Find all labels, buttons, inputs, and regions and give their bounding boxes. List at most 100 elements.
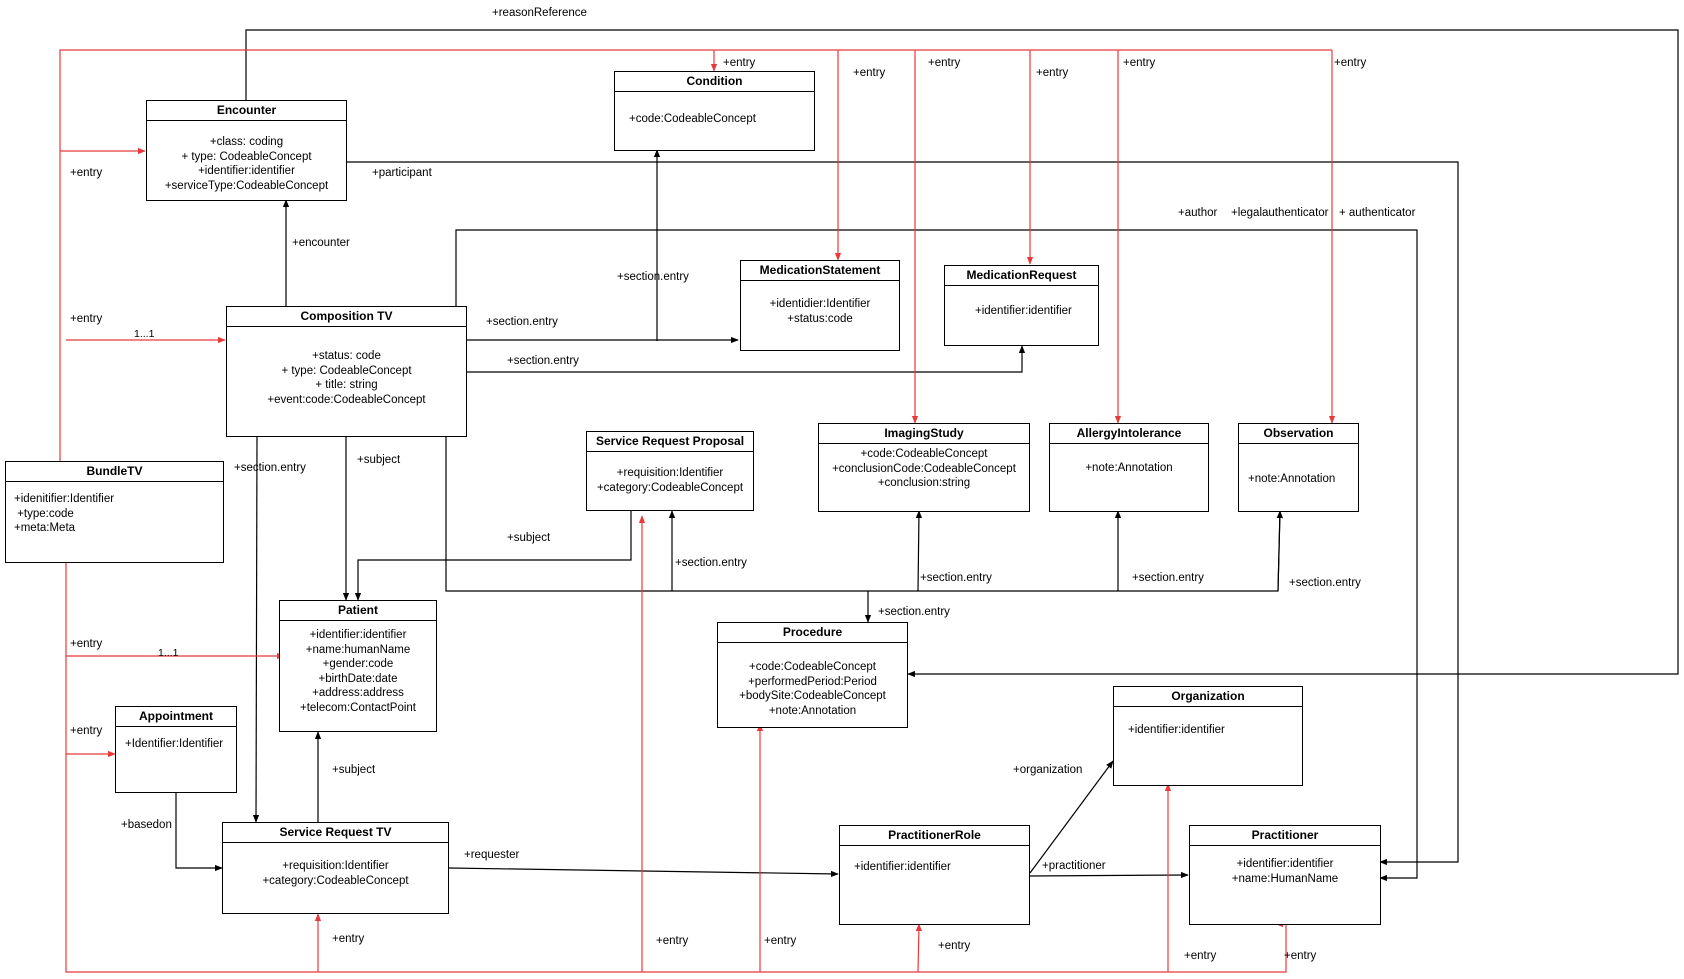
label-entry-medrequest: +entry — [1036, 67, 1069, 79]
attribute: +requisition:Identifier — [282, 860, 389, 872]
class-name: Patient — [280, 601, 436, 621]
label-legal-authenticator: +legalauthenticator — [1231, 207, 1329, 219]
attribute: +code:CodeableConcept — [629, 113, 756, 125]
attribute: +code:CodeableConcept — [860, 448, 988, 460]
label-participant: +participant — [372, 167, 432, 179]
attribute: +type:code — [14, 507, 74, 520]
class-name: Procedure — [718, 623, 907, 643]
attribute: +name:HumanName — [1231, 872, 1339, 885]
edge-basedon — [175, 793, 223, 872]
label-section-entry-medstatement: +section.entry — [486, 316, 558, 328]
class-allergy-intolerance[interactable]: AllergyIntolerance +note:Annotation — [1049, 423, 1209, 512]
class-encounter[interactable]: Encounter +class: coding + type: Codeabl… — [146, 100, 347, 201]
attribute: + title: string — [315, 379, 378, 391]
label-basedon: +basedon — [121, 819, 172, 831]
label-entry-composition: +entry — [70, 313, 103, 325]
attribute: +note:Annotation — [768, 704, 857, 717]
class-attributes: +identifier:identifier — [945, 286, 1098, 319]
class-attributes: +code:CodeableConcept +conclusionCode:Co… — [819, 444, 1029, 491]
class-service-request-tv[interactable]: Service Request TV +requisition:Identifi… — [222, 822, 449, 914]
attribute: +category:CodeableConcept — [596, 481, 744, 494]
class-procedure[interactable]: Procedure +code:CodeableConcept +perform… — [717, 622, 908, 728]
class-name: BundleTV — [6, 462, 223, 482]
class-attributes: +identifier:identifier +name:HumanName — [1190, 846, 1380, 886]
class-attributes: +requisition:Identifier +category:Codeab… — [223, 843, 448, 888]
label-subject-comp-patient: +subject — [357, 454, 401, 466]
label-entry-service-request: +entry — [332, 933, 365, 945]
attribute: +requisition:Identifier — [616, 467, 724, 479]
attribute: +performedPeriod:Period — [748, 675, 877, 688]
label-subject-srp-patient: +subject — [507, 532, 551, 544]
label-section-entry-medrequest: +section.entry — [507, 355, 579, 367]
class-medication-statement[interactable]: MedicationStatement +identidier:Identifi… — [740, 260, 900, 351]
class-practitioner-role[interactable]: PractitionerRole +identifier:identifier — [839, 825, 1030, 925]
label-entry-practitioner-role: +entry — [938, 940, 971, 952]
label-section-entry-allergy: +section.entry — [1132, 572, 1204, 584]
label-entry-imaging: +entry — [928, 57, 961, 69]
class-name: Composition TV — [227, 307, 466, 327]
class-name: Service Request TV — [223, 823, 448, 843]
class-patient[interactable]: Patient +identifier:identifier +name:hum… — [279, 600, 437, 732]
edge-section-observation — [1276, 510, 1284, 592]
class-service-request-proposal[interactable]: Service Request Proposal +requisition:Id… — [586, 431, 754, 511]
attribute: +status:code — [787, 312, 853, 325]
class-name: Condition — [615, 72, 814, 92]
class-attributes: +status: code + type: CodeableConcept + … — [227, 327, 466, 407]
edge-reason-reference — [245, 29, 1679, 678]
class-name: ImagingStudy — [819, 424, 1029, 444]
class-practitioner[interactable]: Practitioner +identifier:identifier +nam… — [1189, 825, 1381, 925]
edge-section-service-request — [252, 435, 260, 823]
attribute: +birthDate:date — [318, 672, 398, 685]
class-condition[interactable]: Condition +code:CodeableConcept — [614, 71, 815, 151]
class-medication-request[interactable]: MedicationRequest +identifier:identifier — [944, 265, 1099, 346]
class-name: PractitionerRole — [840, 826, 1029, 846]
label-entry-procedure: +entry — [764, 935, 797, 947]
label-reason-reference: +reasonReference — [492, 7, 587, 19]
class-name: Practitioner — [1190, 826, 1380, 846]
edge-section-medrequest — [466, 345, 1026, 373]
label-section-entry-service: +section.entry — [234, 462, 306, 474]
label-section-entry-observation: +section.entry — [1289, 577, 1361, 589]
label-entry-practitioner: +entry — [1284, 950, 1317, 962]
class-imaging-study[interactable]: ImagingStudy +code:CodeableConcept +conc… — [818, 423, 1030, 512]
label-section-entry-condition: +section.entry — [617, 271, 689, 283]
label-entry-organization: +entry — [1184, 950, 1217, 962]
label-entry-appointment: +entry — [70, 725, 103, 737]
label-entry-observation: +entry — [1334, 57, 1367, 69]
class-attributes: +code:CodeableConcept — [615, 92, 814, 127]
attribute: +name:humanName — [305, 643, 411, 656]
class-attributes: +identifier:identifier — [840, 846, 1029, 875]
attribute: +identifier:identifier — [309, 629, 407, 641]
label-practitioner: +practitioner — [1042, 860, 1106, 872]
class-observation[interactable]: Observation +note:Annotation — [1238, 423, 1359, 512]
label-section-entry-procedure: +section.entry — [878, 606, 950, 618]
attribute: +class: coding — [209, 136, 284, 148]
label-entry-srp: +entry — [656, 935, 689, 947]
label-mult-patient: 1...1 — [158, 647, 179, 659]
class-organization[interactable]: Organization +identifier:identifier — [1113, 686, 1303, 786]
class-attributes: +Identifier:Identifier — [116, 727, 236, 752]
class-attributes: +note:Annotation — [1239, 444, 1358, 487]
edge-section-imaging — [915, 510, 923, 592]
class-name: MedicationStatement — [741, 261, 899, 281]
attribute: +code:CodeableConcept — [749, 661, 876, 673]
label-requester: +requester — [464, 849, 520, 861]
attribute: +identifier:identifier — [975, 305, 1072, 317]
class-bundle-tv[interactable]: BundleTV +idenitifier:Identifier +type:c… — [5, 461, 224, 563]
edge-bundle-bottom-bus — [65, 562, 1287, 973]
edge-srp-patient — [354, 511, 632, 601]
label-mult-composition: 1...1 — [134, 328, 155, 340]
attribute: +identifier:identifier — [1128, 724, 1225, 736]
attribute: +telecom:ContactPoint — [299, 701, 417, 714]
attribute: +Identifier:Identifier — [125, 738, 224, 750]
attribute: +serviceType:CodeableConcept — [164, 179, 329, 192]
label-organization: +organization — [1013, 764, 1083, 776]
class-attributes: +note:Annotation — [1050, 444, 1208, 476]
class-attributes: +idenitifier:Identifier +type:code +meta… — [6, 482, 223, 536]
class-appointment[interactable]: Appointment +Identifier:Identifier — [115, 706, 237, 793]
class-name: AllergyIntolerance — [1050, 424, 1208, 444]
attribute: +note:Annotation — [1248, 473, 1336, 485]
attribute: +identidier:Identifier — [769, 298, 871, 310]
class-composition-tv[interactable]: Composition TV +status: code + type: Cod… — [226, 306, 467, 437]
